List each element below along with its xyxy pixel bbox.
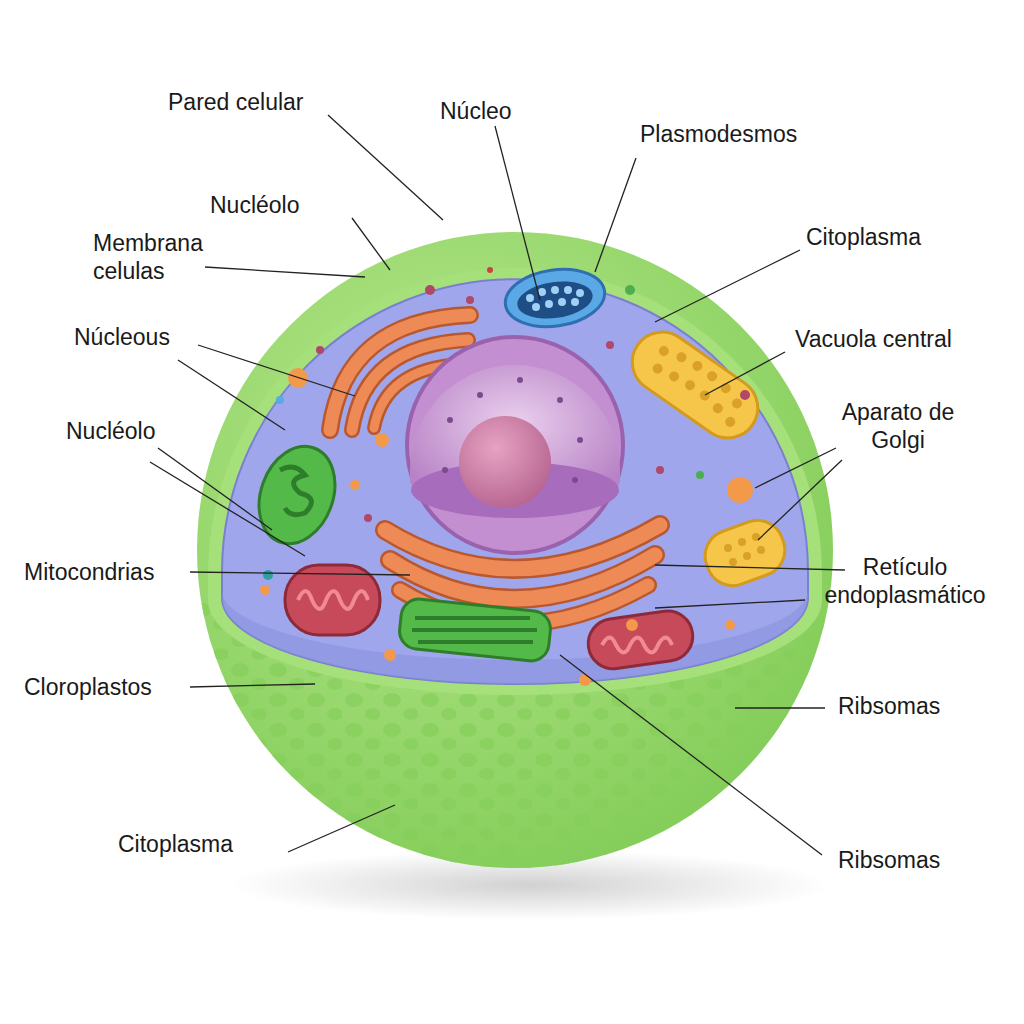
golgi-vesicle (698, 513, 792, 593)
part-label: Plasmodesmos (640, 120, 840, 148)
nucleolus (459, 416, 551, 508)
part-label: Nucléolo (210, 191, 370, 219)
mitochondrion (585, 608, 696, 672)
part-label: Mitocondrias (24, 558, 194, 586)
part-label: Citoplasma (806, 223, 966, 251)
part-label: Ribsomas (838, 846, 978, 874)
cell-wall-cut (208, 268, 822, 695)
part-label: Núcleo (440, 97, 550, 125)
plasmodesma-organelle (502, 263, 609, 332)
chloroplast (398, 597, 552, 662)
part-label: Vacuola central (795, 325, 995, 353)
part-label: Nucléolo (66, 417, 186, 445)
part-label: Retículo endoplasmático (800, 553, 1010, 609)
chloroplast (246, 436, 348, 555)
part-label: Pared celular (168, 88, 358, 116)
part-label: Cloroplastos (24, 673, 194, 701)
nucleus (407, 337, 623, 553)
ribosomes (260, 267, 753, 686)
leader-lines (150, 115, 845, 855)
part-label: Aparato de Golgi (838, 398, 958, 454)
central-vacuole (620, 320, 769, 449)
cytoplasm (222, 279, 808, 684)
part-label: Membrana celulas (93, 229, 223, 285)
part-label: Ribsomas (838, 692, 978, 720)
part-label: Núcleous (74, 323, 214, 351)
part-label: Citoplasma (118, 830, 288, 858)
mitochondrion (285, 565, 380, 635)
